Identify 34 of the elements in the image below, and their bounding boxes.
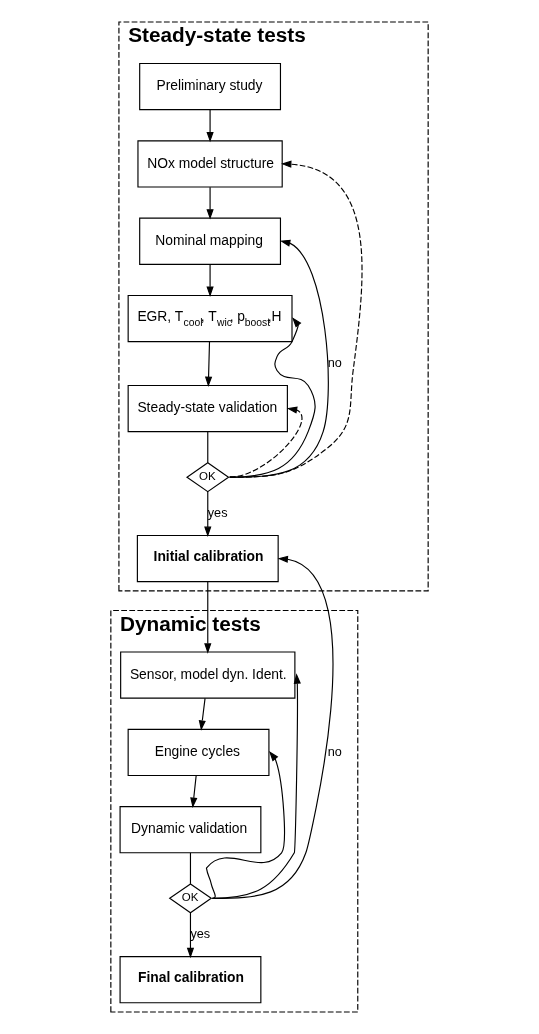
connector — [189, 852, 192, 885]
arrow — [229, 239, 329, 478]
arrow — [190, 775, 198, 809]
node-box: EGR, T$_{cool}$, T$_{wic}$, p$_{boost}$,H — [127, 294, 293, 343]
arrow — [186, 912, 195, 959]
arrow — [206, 263, 214, 297]
arrow — [198, 697, 206, 731]
arrow — [204, 491, 212, 537]
arrow — [206, 109, 214, 143]
node-box: Nominal mapping — [139, 217, 282, 265]
arrow — [205, 751, 285, 899]
edge-label: no — [327, 744, 342, 759]
arrow — [229, 317, 316, 478]
node-box: Preliminary study — [139, 62, 282, 111]
edge-label: yes — [190, 926, 211, 941]
arrow — [206, 186, 214, 220]
arrow — [204, 581, 212, 654]
arrow — [229, 406, 303, 478]
node-box: Sensor, model dyn. Ident. — [120, 651, 296, 699]
node-box: Engine cycles — [127, 728, 270, 777]
connector — [207, 431, 209, 464]
edge-label: yes — [207, 505, 228, 520]
arrow — [211, 555, 334, 899]
arrow — [229, 160, 363, 478]
node-diamond: OK — [168, 883, 213, 914]
node-box: Dynamic validation — [119, 806, 262, 854]
node-diamond: OK — [186, 462, 230, 493]
edge-label: no — [327, 355, 342, 370]
node-box: Initial calibration — [136, 534, 279, 583]
node-box: NOx model structure — [137, 140, 283, 188]
arrow — [204, 341, 213, 387]
node-box: Steady-state validation — [127, 384, 288, 433]
node-box: Final calibration — [119, 956, 262, 1004]
arrow — [211, 673, 301, 899]
